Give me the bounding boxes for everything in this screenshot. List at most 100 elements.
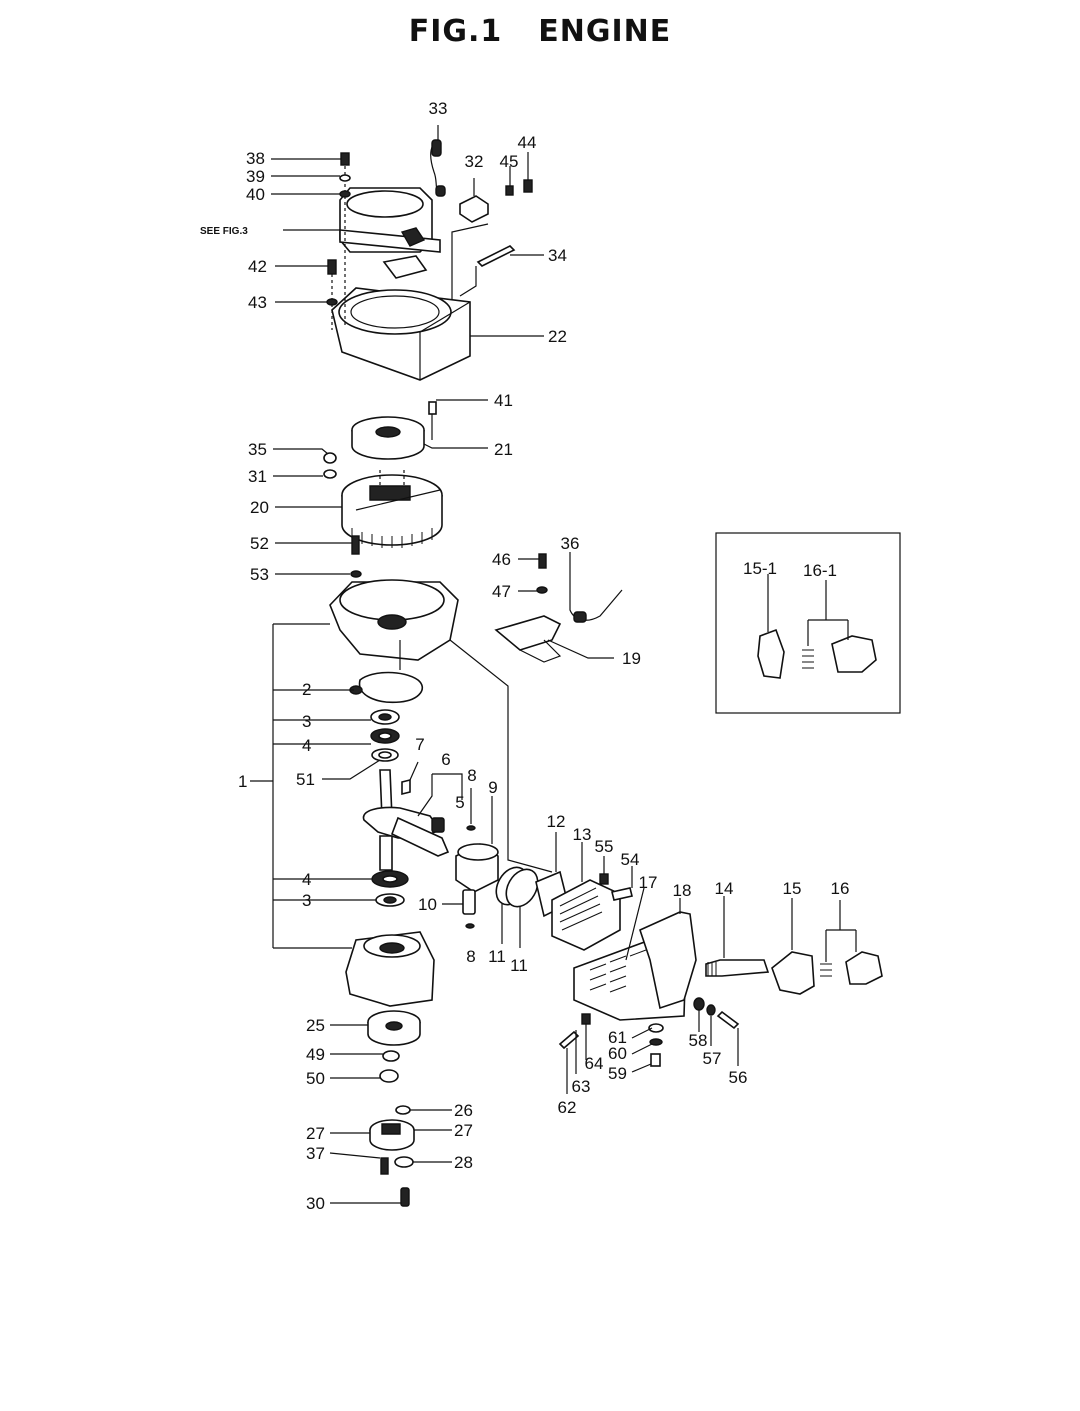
label-30: 30 [306, 1194, 325, 1213]
screw-42 [275, 259, 337, 275]
label-2: 2 [302, 680, 311, 699]
label-9: 9 [488, 778, 497, 797]
washer-40 [271, 190, 351, 198]
label-6: 6 [441, 750, 450, 769]
clutch-drum-25 [330, 1010, 421, 1046]
label-13: 13 [573, 825, 592, 844]
label-44: 44 [518, 133, 537, 152]
label-34: 34 [548, 246, 567, 265]
label-45: 45 [500, 152, 519, 171]
washer-31 [273, 469, 337, 479]
label-10: 10 [418, 895, 437, 914]
clip-8-lower [465, 923, 475, 929]
label-53: 53 [250, 565, 269, 584]
label-1: 1 [238, 772, 247, 791]
label-16: 16 [831, 879, 850, 898]
label-22: 22 [548, 327, 567, 346]
fan-cover-part22 [331, 287, 544, 381]
label-55: 55 [595, 837, 614, 856]
label-17: 17 [639, 873, 658, 892]
seal-4-lower [371, 870, 409, 888]
label-see-fig3: SEE FIG.3 [200, 226, 248, 237]
cylinder-13 [551, 842, 621, 951]
spring-16-1 [802, 649, 814, 669]
key-7 [401, 778, 411, 796]
ignition-coil-part32 [459, 178, 489, 223]
label-47: 47 [492, 582, 511, 601]
label-54: 54 [621, 850, 640, 869]
piston-9 [455, 796, 499, 893]
label-56: 56 [729, 1068, 748, 1087]
washer-47 [518, 586, 548, 594]
washer-26 [395, 1105, 452, 1115]
label-37: 37 [306, 1144, 325, 1163]
muffler-17-18 [573, 887, 697, 1021]
washer-53 [275, 570, 362, 578]
recoil-starter-housing [339, 187, 441, 279]
label-43: 43 [248, 293, 267, 312]
wire-36 [569, 552, 623, 623]
label-49: 49 [306, 1045, 325, 1064]
bearing-3-lower [375, 893, 405, 907]
crankshaft [362, 769, 450, 871]
pulley-part21 [351, 416, 488, 460]
bearing-3-upper [370, 709, 400, 725]
label-5: 5 [455, 793, 464, 812]
label-35: 35 [248, 440, 267, 459]
label-4-lower: 4 [302, 870, 311, 889]
pin-34 [476, 245, 544, 267]
label-51: 51 [296, 770, 315, 789]
screw-52 [275, 535, 360, 555]
label-27-left: 27 [306, 1124, 325, 1143]
spring-cap-16-1 [831, 635, 877, 673]
piston-rings-11 [495, 866, 539, 948]
bracket-assembly-19 [494, 615, 614, 663]
label-3-lower: 3 [302, 891, 311, 910]
spark-plug-14 [705, 896, 770, 977]
washer-43 [275, 298, 338, 306]
label-50: 50 [306, 1069, 325, 1088]
label-26: 26 [454, 1101, 473, 1120]
label-38: 38 [246, 149, 265, 168]
bearing-5 [431, 817, 445, 833]
washer-49 [330, 1050, 400, 1062]
label-11-right: 11 [510, 956, 528, 975]
label-28: 28 [454, 1153, 473, 1172]
bracket-part1 [250, 623, 463, 949]
label-39: 39 [246, 167, 265, 186]
label-14: 14 [715, 879, 734, 898]
washer-39 [271, 174, 351, 182]
label-18: 18 [673, 881, 692, 900]
clip-8-upper [466, 788, 476, 831]
label-64: 64 [585, 1054, 604, 1073]
label-21: 21 [494, 440, 513, 459]
label-40: 40 [246, 185, 265, 204]
label-15-1: 15-1 [743, 559, 777, 578]
screw-41 [428, 399, 488, 440]
screws-44-45 [505, 152, 533, 196]
nut-35 [273, 448, 337, 464]
label-60: 60 [608, 1044, 627, 1063]
nut-50 [330, 1069, 399, 1083]
screws-54-55 [599, 856, 633, 901]
fasteners-59-64 [558, 1013, 664, 1094]
washer-28 [394, 1156, 452, 1168]
flywheel-part20 [275, 470, 443, 548]
label-59: 59 [608, 1064, 627, 1083]
label-8-lower: 8 [466, 947, 475, 966]
label-32: 32 [465, 152, 484, 171]
label-3-upper: 3 [302, 712, 311, 731]
label-63: 63 [572, 1077, 591, 1096]
label-58: 58 [689, 1031, 708, 1050]
circlip-2 [349, 671, 424, 704]
label-8-upper: 8 [467, 766, 476, 785]
bolt-30 [330, 1187, 410, 1207]
label-15: 15 [783, 879, 802, 898]
clutch-assembly-27 [330, 1119, 452, 1151]
ignition-cap-15-1 [757, 628, 785, 679]
label-7: 7 [415, 735, 424, 754]
label-33: 33 [429, 99, 448, 118]
spring-37 [329, 1152, 389, 1175]
